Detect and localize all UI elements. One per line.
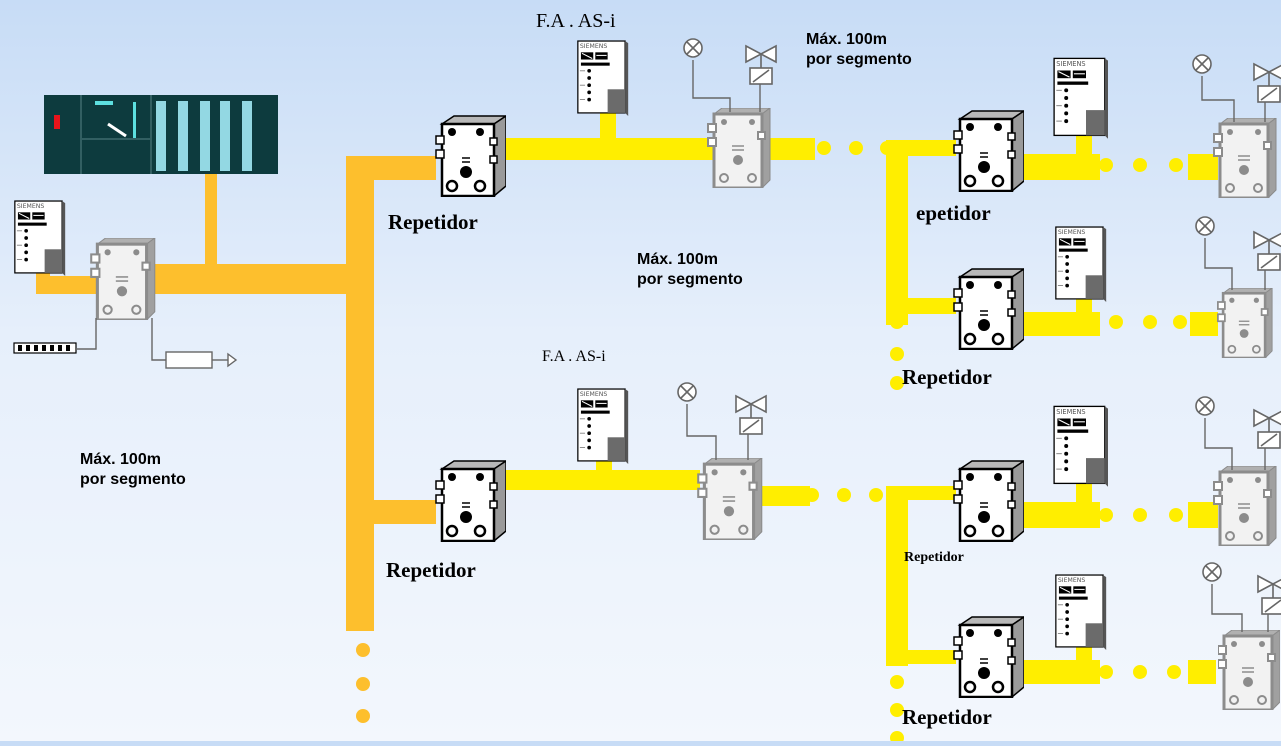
valve-icon — [1257, 575, 1281, 615]
siemens-power-supply-icon — [577, 388, 629, 464]
siemens-power-supply-icon — [1055, 574, 1107, 650]
branch-bus-right — [1020, 134, 1218, 684]
valve-icon — [1253, 409, 1281, 449]
main-bus-continuation — [356, 643, 370, 723]
pneumatic-cylinder-icon — [151, 318, 238, 369]
siemens-power-supply-icon — [577, 40, 629, 116]
as-i-slave-module-icon — [1212, 118, 1278, 198]
as-i-repeater-icon — [952, 268, 1024, 350]
lamp-icon — [677, 382, 697, 402]
as-i-slave-module-icon — [1218, 630, 1280, 710]
segment-length-note: Máx. 100m por segmento — [806, 31, 912, 68]
valve-icon — [735, 395, 767, 435]
light-curtain-icon — [13, 318, 97, 354]
as-i-repeater-icon — [952, 460, 1024, 542]
lamp-icon — [1195, 396, 1215, 416]
as-i-repeater-icon — [434, 460, 506, 542]
as-i-repeater-icon — [434, 115, 506, 197]
lamp-icon — [683, 38, 703, 58]
plc-rack-icon — [44, 95, 278, 174]
branch-bus-upper — [505, 110, 956, 390]
segment-length-note: Máx. 100m por segmento — [80, 451, 186, 488]
as-i-slave-module-icon — [1212, 466, 1278, 546]
as-i-slave-module-icon — [1216, 288, 1274, 358]
valve-icon — [1253, 63, 1281, 103]
power-supply-label: F.A . AS-i — [536, 10, 616, 32]
as-i-slave-module-icon — [90, 238, 156, 320]
repeater-label: Repetidor — [904, 550, 964, 565]
as-i-slave-module-icon — [706, 108, 772, 188]
valve-icon — [1253, 231, 1281, 271]
lamp-icon — [1195, 216, 1215, 236]
as-i-repeater-icon — [952, 616, 1024, 698]
repeater-label: Repetidor — [902, 365, 992, 389]
as-i-slave-module-icon — [697, 458, 763, 540]
main-bus — [36, 156, 436, 631]
siemens-power-supply-icon — [14, 200, 66, 276]
repeater-label: Repetidor — [388, 210, 478, 234]
segment-length-note: Máx. 100m por segmento — [637, 251, 743, 288]
lamp-icon — [1202, 562, 1222, 582]
repeater-label: Repetidor — [386, 558, 476, 582]
siemens-power-supply-icon — [1053, 405, 1108, 488]
as-i-repeater-icon — [952, 110, 1024, 192]
field-wiring — [686, 60, 1269, 632]
valve-icon — [745, 45, 777, 85]
repeater-label: epetidor — [916, 201, 991, 225]
repeater-label: Repetidor — [902, 705, 992, 729]
siemens-power-supply-icon — [1055, 226, 1107, 302]
lamp-icon — [1192, 54, 1212, 74]
power-supply-label: F.A . AS-i — [542, 348, 606, 365]
siemens-power-supply-icon — [1053, 57, 1108, 140]
